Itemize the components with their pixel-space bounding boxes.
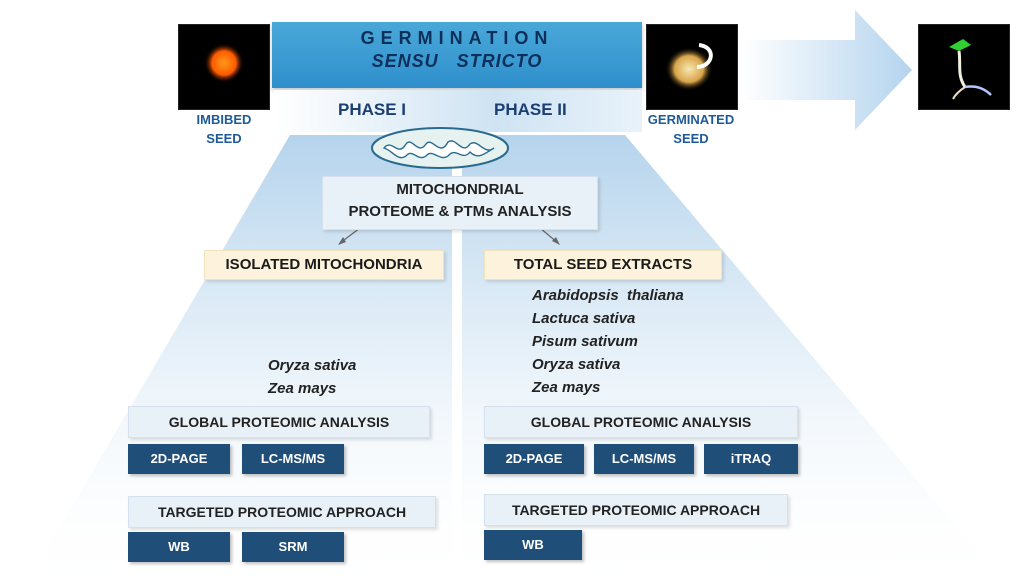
right-lc-ms-ms-tag: LC-MS/MS bbox=[594, 444, 694, 474]
mitochondrion-icon bbox=[371, 127, 509, 169]
right-2d-page-tag: 2D-PAGE bbox=[484, 444, 584, 474]
right-itraq-tag: iTRAQ bbox=[704, 444, 798, 474]
left-lc-ms-ms-tag: LC-MS/MS bbox=[242, 444, 344, 474]
left-srm-tag: SRM bbox=[242, 532, 344, 562]
arrow-right-icon bbox=[552, 237, 560, 245]
germination-banner: GERMINATION SENSU STRICTO bbox=[272, 22, 642, 88]
species-item: Oryza sativa bbox=[532, 356, 621, 373]
left-targeted-approach-box: TARGETED PROTEOMIC APPROACH bbox=[128, 496, 436, 528]
left-species-list: Oryza sativa Zea mays bbox=[268, 354, 356, 400]
right-global-analysis-box: GLOBAL PROTEOMIC ANALYSIS bbox=[484, 406, 798, 438]
imbibed-seed-photo bbox=[178, 24, 270, 110]
species-item: Lactuca sativa bbox=[532, 310, 636, 327]
right-targeted-approach-box: TARGETED PROTEOMIC APPROACH bbox=[484, 494, 788, 526]
species-item: Zea mays bbox=[532, 379, 601, 396]
germinated-seed-photo bbox=[646, 24, 738, 110]
germination-subtitle: SENSU STRICTO bbox=[371, 51, 543, 71]
phase-2-label: PHASE II bbox=[494, 100, 567, 119]
species-item: Pisum sativum bbox=[532, 333, 638, 350]
left-wb-tag: WB bbox=[128, 532, 230, 562]
mitochondrial-proteome-box: MITOCHONDRIAL PROTEOME & PTMs ANALYSIS bbox=[322, 176, 598, 230]
germinated-seed-caption: GERMINATED SEED bbox=[647, 112, 735, 146]
right-species-list: Arabidopsis thaliana Lactuca sativa Pisu… bbox=[532, 284, 684, 399]
phase-1-label: PHASE I bbox=[338, 100, 407, 119]
left-2d-page-tag: 2D-PAGE bbox=[128, 444, 230, 474]
arrow-left-icon bbox=[338, 237, 346, 245]
left-global-analysis-box: GLOBAL PROTEOMIC ANALYSIS bbox=[128, 406, 430, 438]
right-wb-tag: WB bbox=[484, 530, 582, 560]
phase-band bbox=[274, 90, 642, 132]
germination-title: GERMINATION bbox=[360, 28, 554, 48]
species-item: Zea mays bbox=[268, 380, 337, 397]
isolated-mitochondria-header: ISOLATED MITOCHONDRIA bbox=[204, 250, 444, 280]
total-seed-extracts-header: TOTAL SEED EXTRACTS bbox=[484, 250, 722, 280]
imbibed-seed-caption: IMBIBED SEED bbox=[196, 112, 252, 146]
seedling-photo bbox=[918, 24, 1010, 110]
species-item: Arabidopsis thaliana bbox=[532, 287, 684, 304]
species-item: Oryza sativa bbox=[268, 357, 357, 374]
progress-arrow bbox=[740, 10, 912, 130]
